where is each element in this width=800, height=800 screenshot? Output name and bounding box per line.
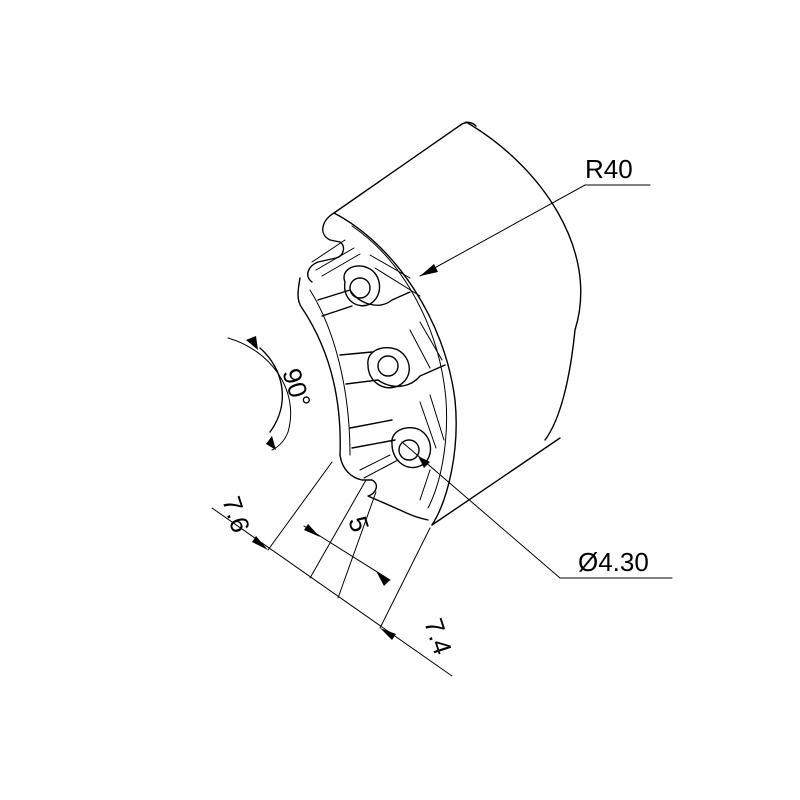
front-outer-arc-inner (351, 225, 448, 509)
bottom-lip-groove-2 (363, 459, 399, 479)
right-offset-label: 7.4 (418, 615, 458, 659)
inner-left-arc-2 (309, 289, 351, 456)
front-outer-arc (333, 212, 457, 526)
top-edge (333, 121, 477, 214)
boss-top (343, 265, 381, 307)
dimension-7-4: 7.4 (380, 615, 458, 659)
boss-middle (367, 347, 410, 389)
web-low-upper (349, 419, 393, 429)
cross-section (259, 212, 446, 521)
slot-width-label: 5 (342, 513, 375, 536)
radius-label: R40 (585, 154, 633, 184)
inner-left-arc (297, 277, 341, 456)
bottom-lip (339, 454, 429, 521)
profile-outer-body (333, 121, 582, 526)
back-arc (465, 121, 582, 441)
bottom-lip-groove-1 (359, 454, 391, 471)
top-lip (307, 212, 345, 283)
web-mid-upper (339, 351, 373, 356)
dimension-5: 5 (303, 513, 391, 586)
web-top-lower (321, 305, 353, 317)
concave-quarter (259, 347, 283, 433)
left-offset-label: 7.6 (216, 493, 256, 537)
slot-channel-4 (409, 329, 431, 369)
slot-channel-3 (419, 321, 443, 361)
top-lip-groove-3 (321, 253, 361, 277)
web-low-lower (351, 439, 396, 449)
dimension-angle: 90° (227, 336, 317, 451)
extension-lines (211, 461, 453, 677)
dimension-diameter: Ø4.30 (401, 441, 673, 579)
top-lip-groove-2 (315, 247, 355, 271)
bottom-edge (431, 437, 561, 526)
dimension-7-6: 7.6 (216, 493, 268, 550)
slot-channel-5 (429, 394, 445, 441)
web-mid-lower (345, 364, 446, 387)
diameter-label: Ø4.30 (578, 547, 649, 577)
slot-channel-2 (374, 267, 421, 297)
dimension-r40: R40 (419, 154, 651, 277)
slot-channel-6 (419, 401, 437, 449)
slot-channel-1 (369, 254, 411, 279)
slot-channel-7 (419, 469, 431, 501)
top-lip-groove-1 (311, 239, 346, 263)
boss-bottom (391, 426, 432, 469)
